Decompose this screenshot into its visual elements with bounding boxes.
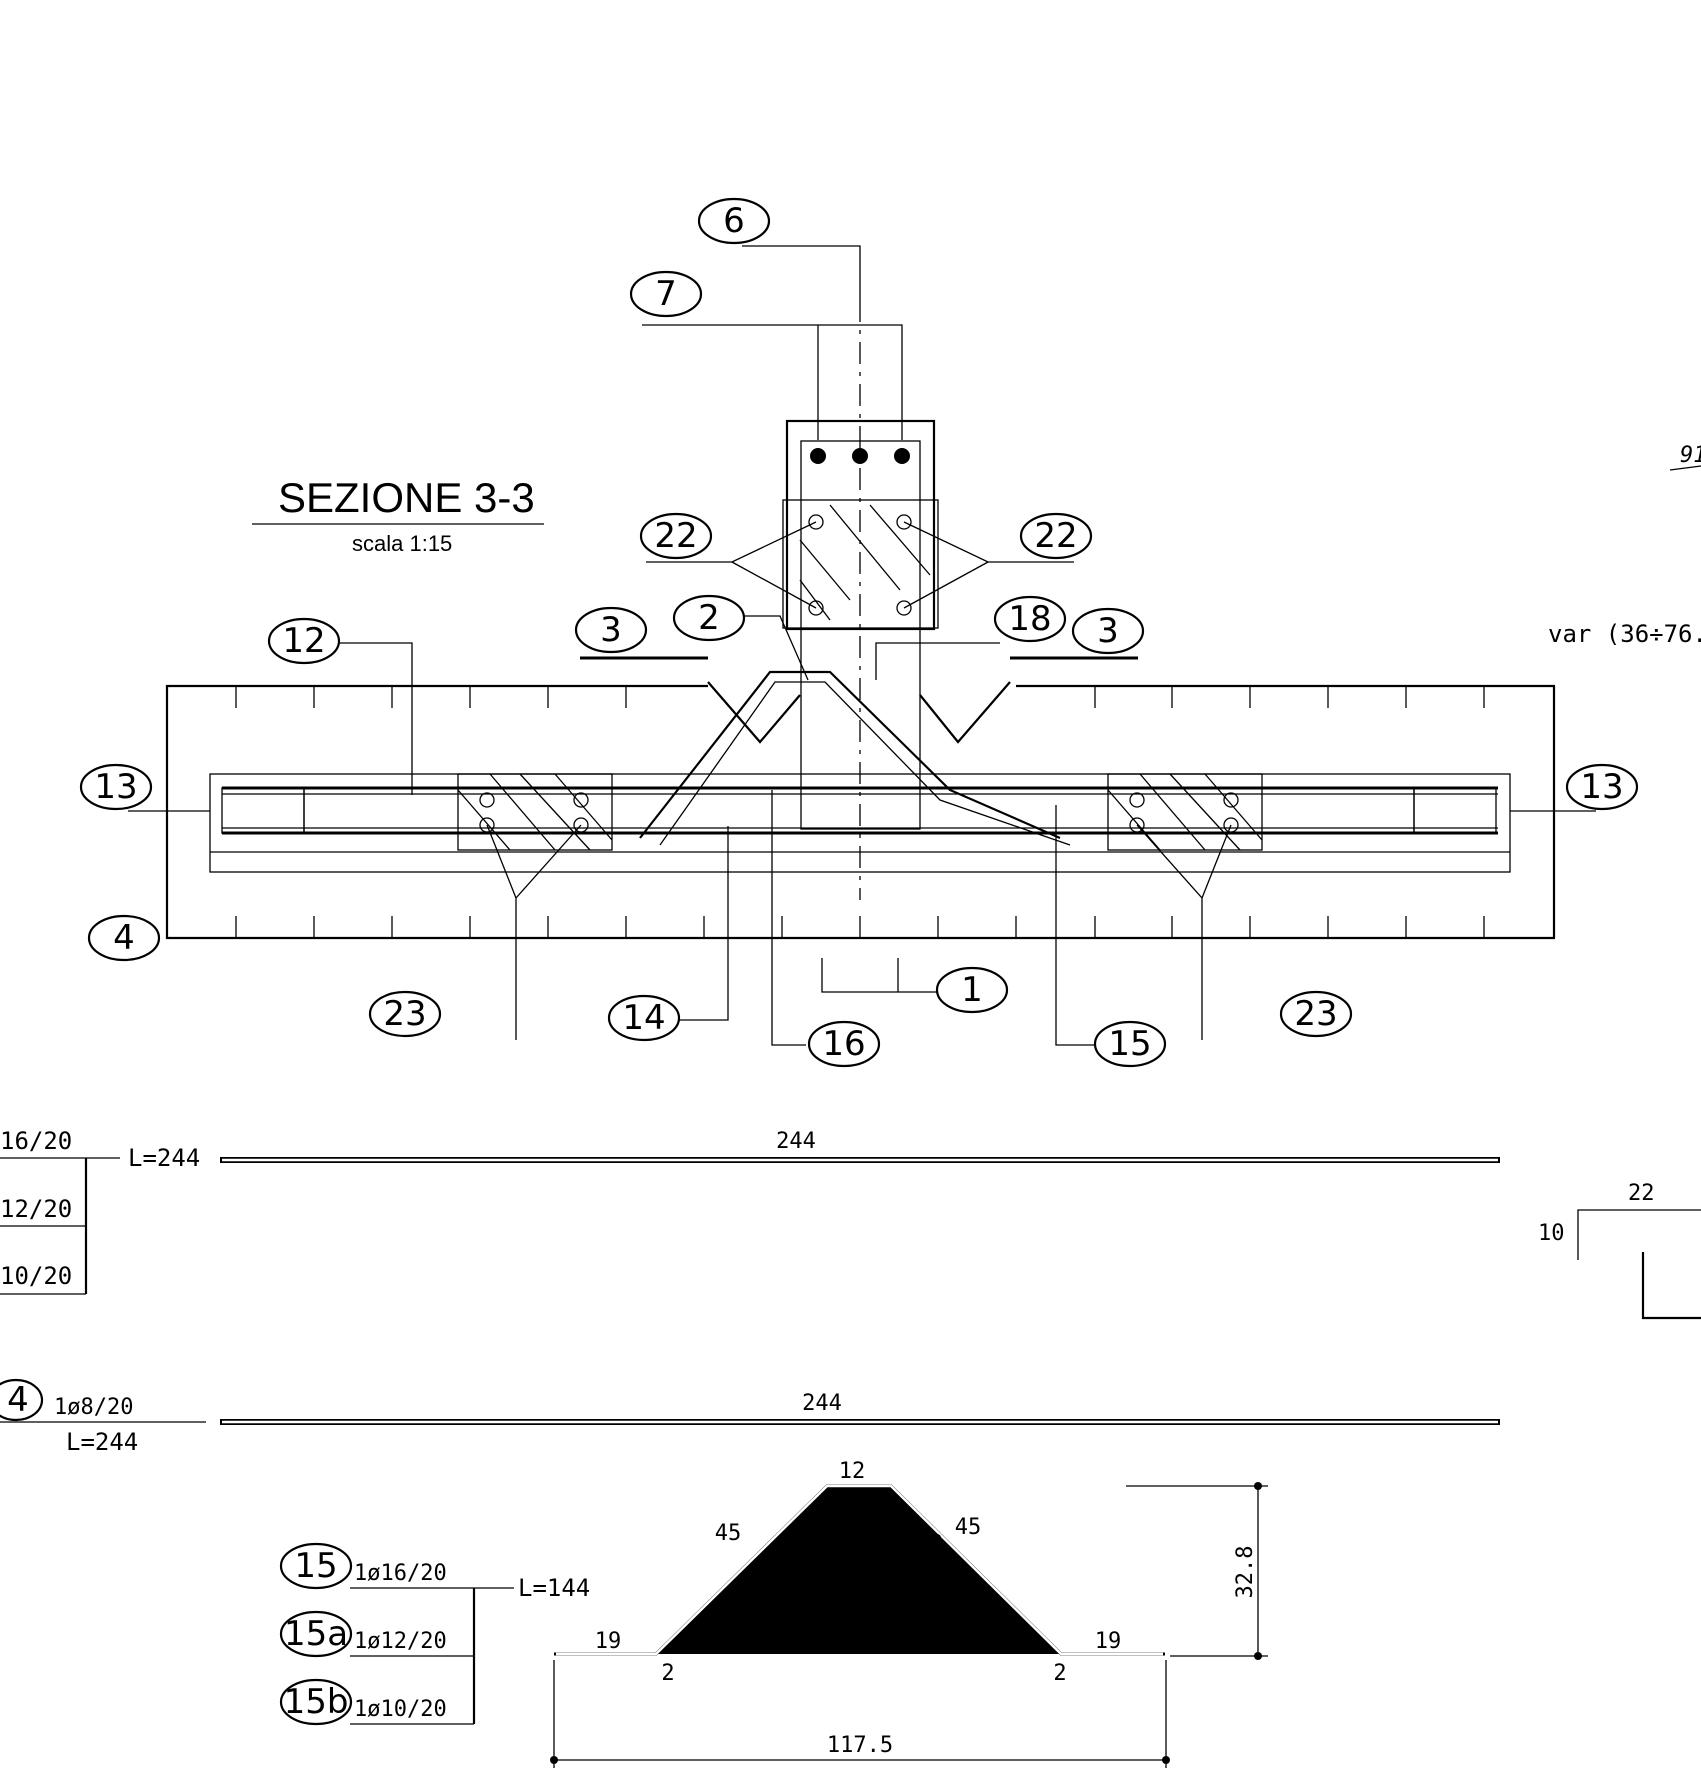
dim-top: 12 [839,1459,866,1484]
column-hatch [799,504,931,621]
schedule-bar-4: 4 1ø8/20 L=244 244 [0,1378,1500,1456]
schedule-bar-a: 16/20 12/20 10/20 L=244 244 [0,1127,1500,1295]
bottom-ticks [235,916,1485,938]
column-stirrup [800,440,921,830]
chamfer-left [707,681,801,744]
svg-text:4: 4 [113,918,135,958]
svg-text:22: 22 [1034,516,1077,556]
leader-lines [128,245,1596,1046]
spec-15b: 1ø10/20 [354,1697,447,1722]
svg-text:13: 13 [1580,767,1623,807]
dim-angle: 91.9° [825,1543,891,1568]
top-bar-2 [852,448,868,464]
section-title-block: SEZIONE 3-3 scala 1:15 [252,474,544,556]
spec-4: 1ø8/20 [54,1395,133,1420]
length-4: L=244 [66,1428,138,1456]
spacing-16-20: 16/20 [0,1127,72,1155]
section-drawing [165,300,1556,940]
spacing-10-20: 10/20 [0,1262,72,1290]
spacing-12-20: 12/20 [0,1195,72,1223]
mark-15: 15 [294,1546,337,1586]
section-title: SEZIONE 3-3 [278,474,535,521]
svg-text:1: 1 [961,970,983,1010]
callout-4: 4 [87,914,161,962]
dim-left-leg: 45 [715,1521,742,1546]
schedule-bar-15: 15 15a 15b 1ø16/20 1ø12/20 1ø10/20 L=144… [279,1459,1268,1768]
mark-15b: 15b [284,1682,349,1722]
callout-18: 18 [993,595,1067,643]
column-outline [785,419,936,631]
dim-10: 10 [1538,1221,1565,1246]
spec-15a: 1ø12/20 [354,1629,447,1654]
dim-height: 32.8 [1233,1546,1258,1599]
callout-7: 7 [629,270,703,318]
svg-text:12: 12 [282,621,325,661]
callout-14: 14 [607,994,681,1042]
dim-left-bend: 2 [661,1661,674,1686]
callout-15: 15 [1093,1020,1167,1068]
callout-23-left: 23 [368,990,442,1038]
svg-text:6: 6 [723,201,745,241]
callout-2: 2 [672,594,746,642]
dim-right-leg: 45 [955,1515,982,1540]
dim-a: 244 [776,1129,816,1154]
length-a: L=244 [128,1144,200,1172]
var-label: var (36÷76.5 [1548,620,1701,648]
bent-bar-15 [639,670,1061,840]
dim-left-end: 19 [595,1629,622,1654]
dim-right-bend: 2 [1053,1661,1066,1686]
fragment-91: 91 [1680,443,1701,468]
dim-4: 244 [802,1391,842,1416]
column-hatched-block [782,499,939,629]
svg-text:16: 16 [822,1024,865,1064]
callout-3-left: 3 [574,606,648,654]
callout-22-right: 22 [1019,512,1093,560]
inner-beam-outline [209,773,1511,873]
dim-22: 22 [1628,1181,1655,1206]
callout-1: 1 [935,966,1009,1014]
svg-text:3: 3 [600,610,622,650]
svg-text:22: 22 [654,516,697,556]
mark-15a: 15a [284,1614,348,1654]
svg-text:18: 18 [1008,599,1051,639]
callout-13-right: 13 [1565,763,1639,811]
svg-text:7: 7 [655,274,677,314]
callout-23-right: 23 [1279,990,1353,1038]
dim-width: 117.5 [827,1733,893,1758]
angle-arc [781,1537,938,1575]
top-bar-1 [810,448,826,464]
svg-text:3: 3 [1097,611,1119,651]
band-hatch-right [1107,773,1263,851]
svg-text:13: 13 [94,767,137,807]
band-hatch-left [457,773,613,851]
callout-13-left: 13 [79,763,153,811]
right-edge-fragments: 91 var (36÷76.5 22 10 [1538,443,1701,1320]
svg-text:23: 23 [383,994,426,1034]
spec-15: 1ø16/20 [354,1561,447,1586]
svg-text:23: 23 [1294,994,1337,1034]
dim-right-end: 19 [1095,1629,1122,1654]
svg-text:15: 15 [1108,1024,1151,1064]
length-15: L=144 [518,1574,590,1602]
bar-circles [479,792,1239,833]
svg-text:14: 14 [622,998,665,1038]
section-scale: scala 1:15 [352,531,452,556]
callout-6: 6 [697,197,771,245]
top-ticks [235,686,1485,708]
svg-text:2: 2 [698,598,720,638]
chamfer-right [919,681,1011,744]
callout-3-right: 3 [1071,607,1145,655]
mark-4: 4 [7,1380,29,1420]
callout-12: 12 [267,617,341,665]
callout-22-left: 22 [639,512,713,560]
callout-16: 16 [807,1020,881,1068]
top-bar-3 [894,448,910,464]
